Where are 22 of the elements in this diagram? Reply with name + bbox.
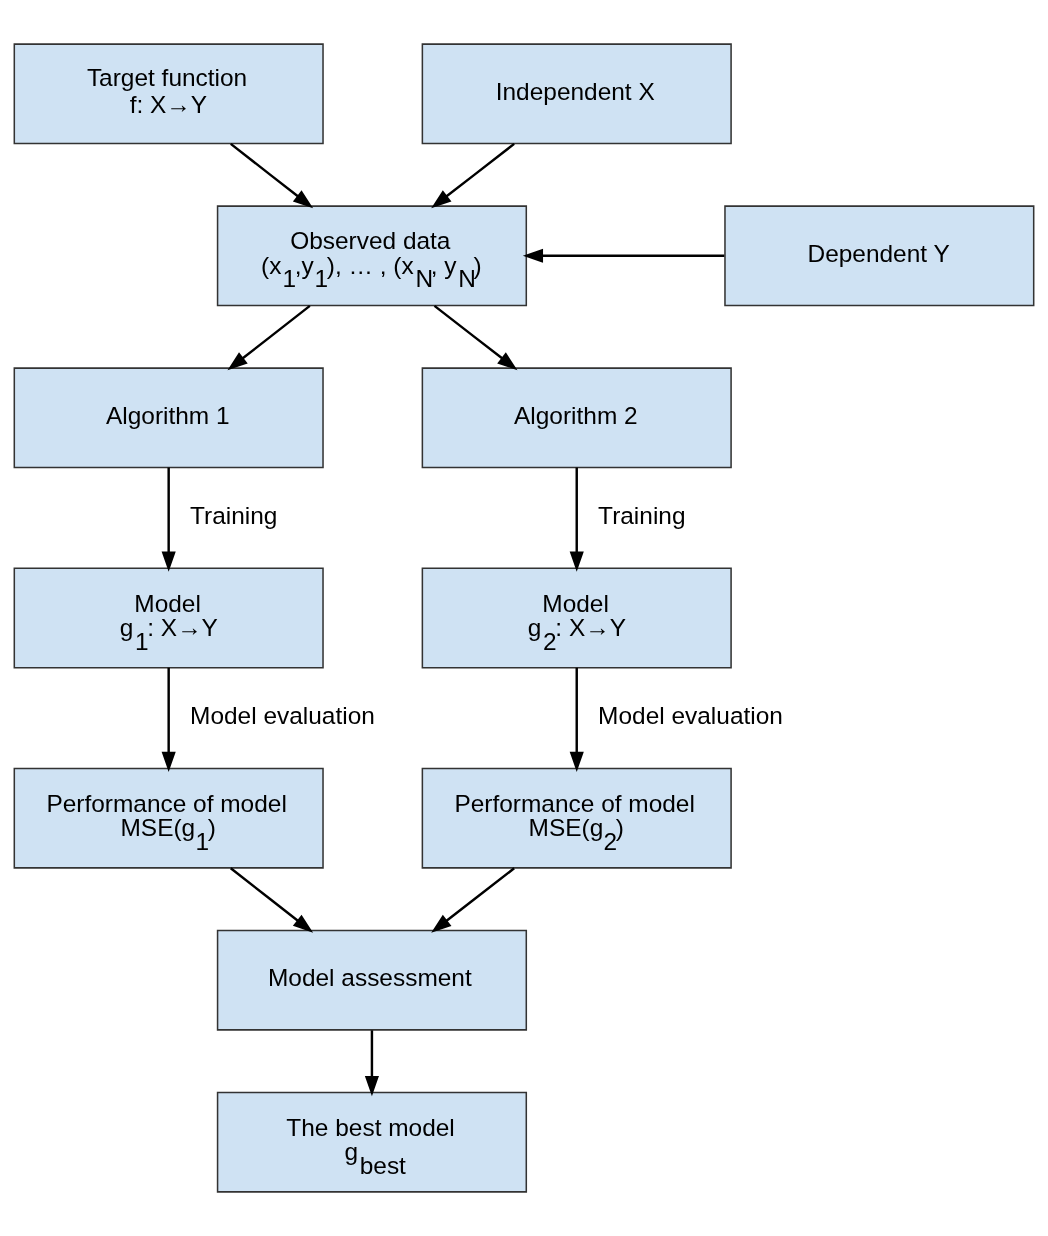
arrow xyxy=(227,304,311,371)
node-box: Algorithm 2 xyxy=(421,367,732,469)
arrow xyxy=(433,304,518,371)
arrow xyxy=(569,467,584,572)
arrow xyxy=(230,142,314,209)
node-box: Dependent Y xyxy=(724,205,1035,307)
edge-label: Training xyxy=(598,501,686,529)
arrow xyxy=(161,467,176,572)
edge-label: Model evaluation xyxy=(598,701,783,729)
arrow xyxy=(569,667,584,772)
arrow xyxy=(431,867,515,933)
edge-label: Training xyxy=(190,501,278,529)
node-box: Target function f: X→Y xyxy=(13,43,324,145)
node-box: Independent X xyxy=(421,43,732,145)
arrow xyxy=(431,142,515,209)
node-box: Algorithm 1 xyxy=(13,367,324,469)
arrow xyxy=(230,867,314,933)
arrow xyxy=(161,667,176,772)
arrow xyxy=(364,1030,379,1097)
edge-label: Model evaluation xyxy=(190,701,375,729)
arrow xyxy=(522,248,725,263)
node-box: Model assessment xyxy=(216,929,528,1031)
